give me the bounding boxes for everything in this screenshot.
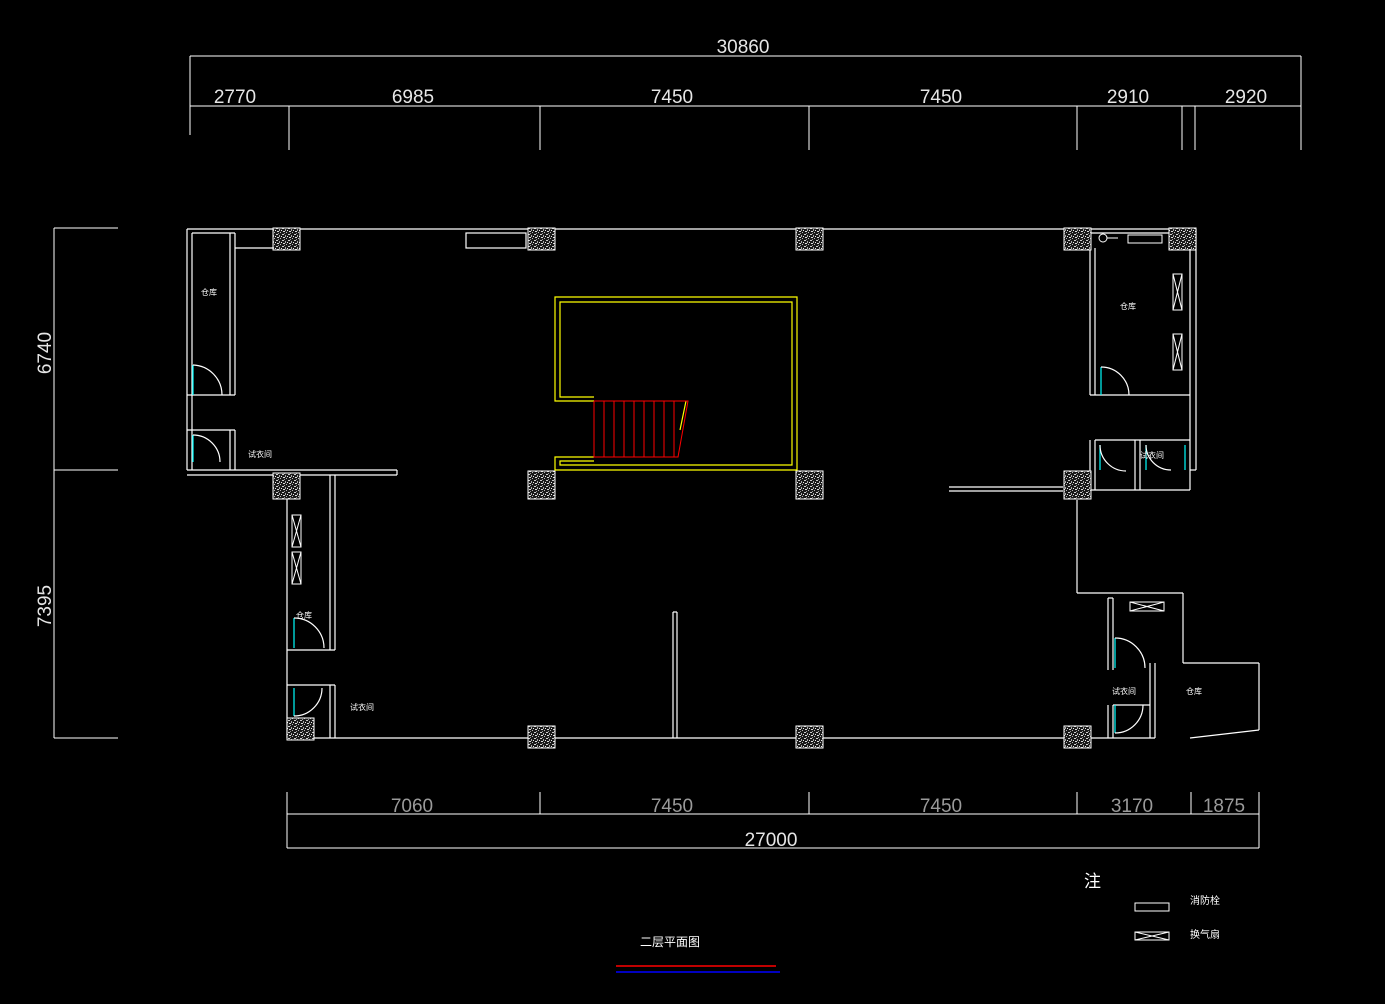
fire-hydrant-icon <box>1127 234 1163 244</box>
dim-bottom-seg-1: 7060 <box>391 796 433 817</box>
column <box>1063 470 1092 500</box>
room-label: 试衣间 <box>1140 450 1164 460</box>
door-swing <box>1100 366 1130 396</box>
room-label: 试衣间 <box>1112 686 1136 696</box>
door-swing <box>1114 637 1146 669</box>
room-label: 试衣间 <box>248 449 272 459</box>
room-label: 仓库 <box>1186 686 1202 696</box>
fixtures <box>291 233 1183 612</box>
exhaust-fan-icon <box>1172 333 1183 371</box>
dim-top-seg-2: 6985 <box>392 87 434 108</box>
fire-hydrant-icon <box>1134 902 1170 912</box>
dim-top-seg-1: 2770 <box>214 87 256 108</box>
exhaust-fan-icon <box>1134 931 1170 941</box>
column <box>1168 227 1197 251</box>
dim-top-seg-5: 2910 <box>1107 87 1149 108</box>
exhaust-fan-icon <box>1129 601 1165 612</box>
legend-item-label: 换气扇 <box>1190 928 1220 941</box>
legend-note-label: 注 <box>1084 872 1101 892</box>
doors <box>192 364 1186 734</box>
walls <box>186 228 1260 739</box>
door-swing <box>293 617 325 649</box>
door-swing <box>1099 444 1127 472</box>
drawing-title: 二层平面图 <box>640 935 700 949</box>
exhaust-fan-icon <box>1172 273 1183 311</box>
door-swing <box>1145 444 1172 471</box>
exhaust-fan-icon <box>291 551 302 585</box>
floor-drain-icon <box>1098 233 1108 243</box>
door-swing <box>192 364 223 396</box>
dim-bottom-seg-2: 7450 <box>651 796 693 817</box>
dim-top-seg-4: 7450 <box>920 87 962 108</box>
room-label: 仓库 <box>1120 301 1136 311</box>
dim-top-seg-6: 2920 <box>1225 87 1267 108</box>
legend: 注 消防栓 换气扇 <box>1084 872 1220 941</box>
left-dimension-chain <box>53 227 118 739</box>
column <box>286 717 315 741</box>
dim-left-seg-2: 7395 <box>35 585 56 627</box>
dim-top-overall: 30860 <box>717 37 770 58</box>
staircase <box>593 400 689 458</box>
top-dimension-chain <box>189 55 1302 150</box>
column <box>527 227 556 251</box>
dim-bottom-overall: 27000 <box>745 830 798 851</box>
column <box>527 725 556 749</box>
room-label: 仓库 <box>201 287 217 297</box>
exhaust-fan-icon <box>291 514 302 548</box>
column <box>795 725 824 749</box>
dim-bottom-seg-3: 7450 <box>920 796 962 817</box>
stair-opening <box>554 296 798 471</box>
column <box>1063 227 1092 251</box>
dim-left-seg-1: 6740 <box>35 332 56 374</box>
column <box>272 472 301 500</box>
structural-columns <box>272 227 1197 749</box>
column <box>272 227 301 251</box>
bottom-dimension-chain <box>286 792 1260 849</box>
dim-top-seg-3: 7450 <box>651 87 693 108</box>
door-swing <box>192 434 221 463</box>
door-swing <box>1114 704 1144 734</box>
room-label: 试衣间 <box>350 702 374 712</box>
column <box>527 470 556 500</box>
dim-bottom-seg-4: 3170 <box>1111 796 1153 817</box>
column <box>1063 725 1092 749</box>
legend-item-label: 消防栓 <box>1190 894 1220 907</box>
column <box>795 227 824 251</box>
dim-bottom-seg-5: 1875 <box>1203 796 1245 817</box>
door-swing <box>293 687 323 717</box>
room-label: 仓库 <box>296 610 312 620</box>
column <box>795 470 824 500</box>
